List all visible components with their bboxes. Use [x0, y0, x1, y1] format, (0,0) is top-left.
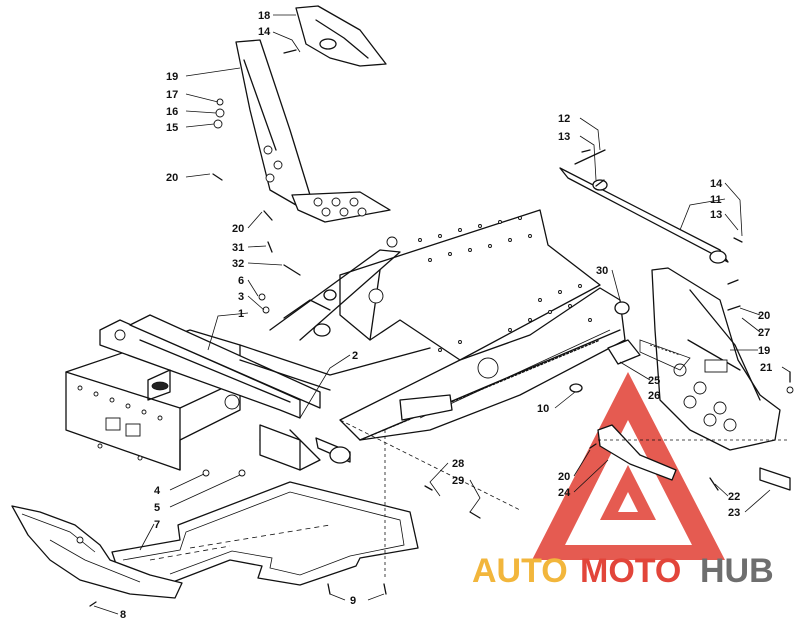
callout-31: 31 [232, 242, 244, 254]
callout-14-top: 14 [258, 26, 271, 38]
callout-19-upper: 19 [166, 71, 178, 83]
callout-21: 21 [760, 362, 772, 374]
callout-2: 2 [352, 350, 358, 362]
rear-foot-support [639, 267, 781, 451]
watermark-triangle-inner [600, 465, 656, 520]
callout-6: 6 [238, 275, 244, 287]
callout-24: 24 [558, 487, 571, 499]
skid-plate [111, 481, 419, 586]
callout-13-top: 13 [558, 131, 570, 143]
callout-28: 28 [452, 458, 464, 470]
callout-14-right: 14 [710, 178, 723, 190]
callout-23: 23 [728, 507, 740, 519]
watermark-moto: MOTO [580, 552, 681, 590]
steering-support-bracket [235, 39, 391, 223]
callout-22: 22 [728, 491, 740, 503]
watermark-text: AUTO MOTO HUB [472, 552, 774, 590]
callout-18: 18 [258, 10, 270, 22]
callout-8: 8 [120, 609, 126, 621]
rivet-holes [418, 216, 592, 352]
handlebar-bracket [295, 5, 387, 67]
main-frame [65, 209, 626, 471]
callout-9: 9 [350, 595, 356, 607]
callout-3: 3 [238, 291, 244, 303]
watermark-triangle-outer [532, 372, 725, 560]
hardware [89, 49, 794, 607]
rear-bracket-plate [759, 467, 791, 491]
callout-1: 1 [238, 308, 244, 320]
callout-15: 15 [166, 122, 178, 134]
callout-25: 25 [648, 375, 660, 387]
callout-26: 26 [648, 390, 660, 402]
callout-20-lower: 20 [558, 471, 570, 483]
callout-7: 7 [154, 519, 160, 531]
callout-labels: 18 14 19 17 16 15 20 20 31 32 6 3 1 2 4 … [120, 10, 772, 621]
watermark-auto: AUTO [472, 552, 568, 590]
cross-shaft [559, 149, 729, 264]
callout-30: 30 [596, 265, 608, 277]
callout-29: 29 [452, 475, 464, 487]
callout-20-upper: 20 [166, 172, 178, 184]
callout-17: 17 [166, 89, 178, 101]
callout-32: 32 [232, 258, 244, 270]
callout-11: 11 [710, 194, 722, 206]
callout-19-lower: 19 [758, 345, 770, 357]
grommet-plate [607, 339, 641, 365]
callout-20-right: 20 [758, 310, 770, 322]
front-skid [11, 505, 183, 599]
callout-16: 16 [166, 106, 178, 118]
watermark-logo [532, 372, 725, 560]
watermark-hub: HUB [700, 552, 774, 590]
callout-12: 12 [558, 113, 570, 125]
callout-27: 27 [758, 327, 770, 339]
callout-4: 4 [154, 485, 161, 497]
callout-5: 5 [154, 502, 160, 514]
callout-13-right: 13 [710, 209, 722, 221]
lower-bracket [597, 424, 677, 481]
callout-10: 10 [537, 403, 549, 415]
leader-lines [93, 14, 791, 615]
callout-20-mid: 20 [232, 223, 244, 235]
